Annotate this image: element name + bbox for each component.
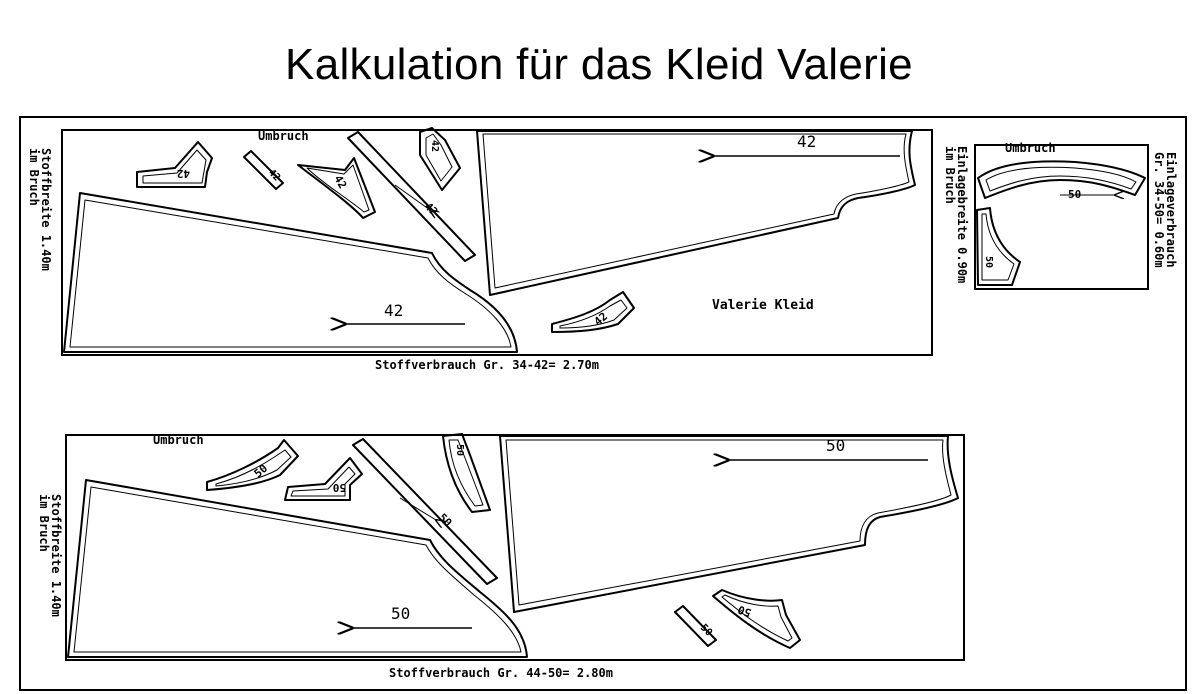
fabric-rect-top: [61, 129, 933, 356]
outer-frame: [19, 116, 1187, 691]
consumption-interfacing-1: Einlageverbrauch: [1164, 152, 1178, 268]
facing-piece-bottom-3: [442, 433, 491, 513]
piece-size-bottom-4: 50: [454, 444, 465, 456]
interfacing-neck-piece: [977, 160, 1146, 199]
consumption-bottom: Stoffverbrauch Gr. 44-50= 2.80m: [389, 666, 613, 680]
fold-label-bottom: Umbruch: [153, 433, 204, 447]
model-label-top: Valerie Kleid: [712, 298, 814, 313]
piece-size-bottom-5: 50: [736, 603, 753, 620]
piece-size-interfacing-1: 50: [1068, 188, 1081, 201]
facing-piece-top-2: [297, 157, 376, 219]
piece-size-bottom-1: 50: [436, 511, 455, 530]
size-label-bottom-left: 50: [391, 604, 410, 623]
layout-top: Umbruch Stoffbreite 1.40m im Bruch 42 42…: [27, 127, 933, 372]
piece-size-top-5: 42: [429, 140, 440, 152]
piece-size-top-4: 42: [331, 173, 349, 191]
side-label-bottom-1: Stoffbreite 1.40m: [49, 494, 63, 617]
skirt-piece-top-left: [63, 192, 518, 353]
page-title: Kalkulation für das Kleid Valerie: [285, 40, 913, 89]
fold-label-interfacing: Umbruch: [1005, 141, 1056, 155]
interfacing-rect: [974, 144, 1149, 290]
side-label-top-1: Stoffbreite 1.40m: [39, 148, 53, 271]
layout-bottom: Umbruch Stoffbreite 1.40m im Bruch 50 50…: [37, 433, 965, 680]
facing-piece-bottom-4: [712, 589, 801, 649]
facing-piece-top-3: [419, 127, 461, 191]
skirt-piece-top-right: [476, 130, 916, 296]
piece-size-bottom-2: 50: [252, 462, 271, 480]
waistband-strip-top: [347, 131, 476, 262]
size-label-top-right: 42: [797, 132, 816, 151]
skirt-piece-bottom-left: [67, 479, 528, 658]
size-label-bottom-right: 50: [826, 436, 845, 455]
piece-size-top-3: 42: [177, 167, 190, 180]
piece-size-bottom-3: 50: [333, 481, 346, 494]
facing-piece-top-1: [136, 141, 213, 188]
consumption-interfacing-2: Gr. 34-50= 0.60m: [1152, 152, 1166, 268]
side-label-interfacing-1: Einlagebreite 0.90m: [955, 146, 969, 283]
skirt-piece-bottom-right: [499, 435, 959, 613]
piece-size-interfacing-2: 50: [983, 256, 994, 268]
interfacing-armhole-piece: [976, 207, 1021, 286]
waistband-strip-bottom: [352, 438, 498, 585]
layout-interfacing: Umbruch Einlagebreite 0.90m im Bruch Ein…: [943, 141, 1178, 290]
fold-label-top: Umbruch: [258, 129, 309, 143]
facing-piece-top-4: [551, 291, 635, 333]
side-label-top-2: im Bruch: [27, 148, 41, 206]
size-label-top-left: 42: [384, 301, 403, 320]
facing-piece-bottom-1: [206, 439, 299, 491]
side-label-bottom-2: im Bruch: [37, 494, 51, 552]
small-strip-top: [243, 150, 284, 190]
consumption-top: Stoffverbrauch Gr. 34-42= 2.70m: [375, 358, 599, 372]
side-label-interfacing-2: im Bruch: [943, 146, 957, 204]
small-strip-bottom: [674, 605, 717, 647]
facing-piece-bottom-2: [284, 457, 363, 501]
